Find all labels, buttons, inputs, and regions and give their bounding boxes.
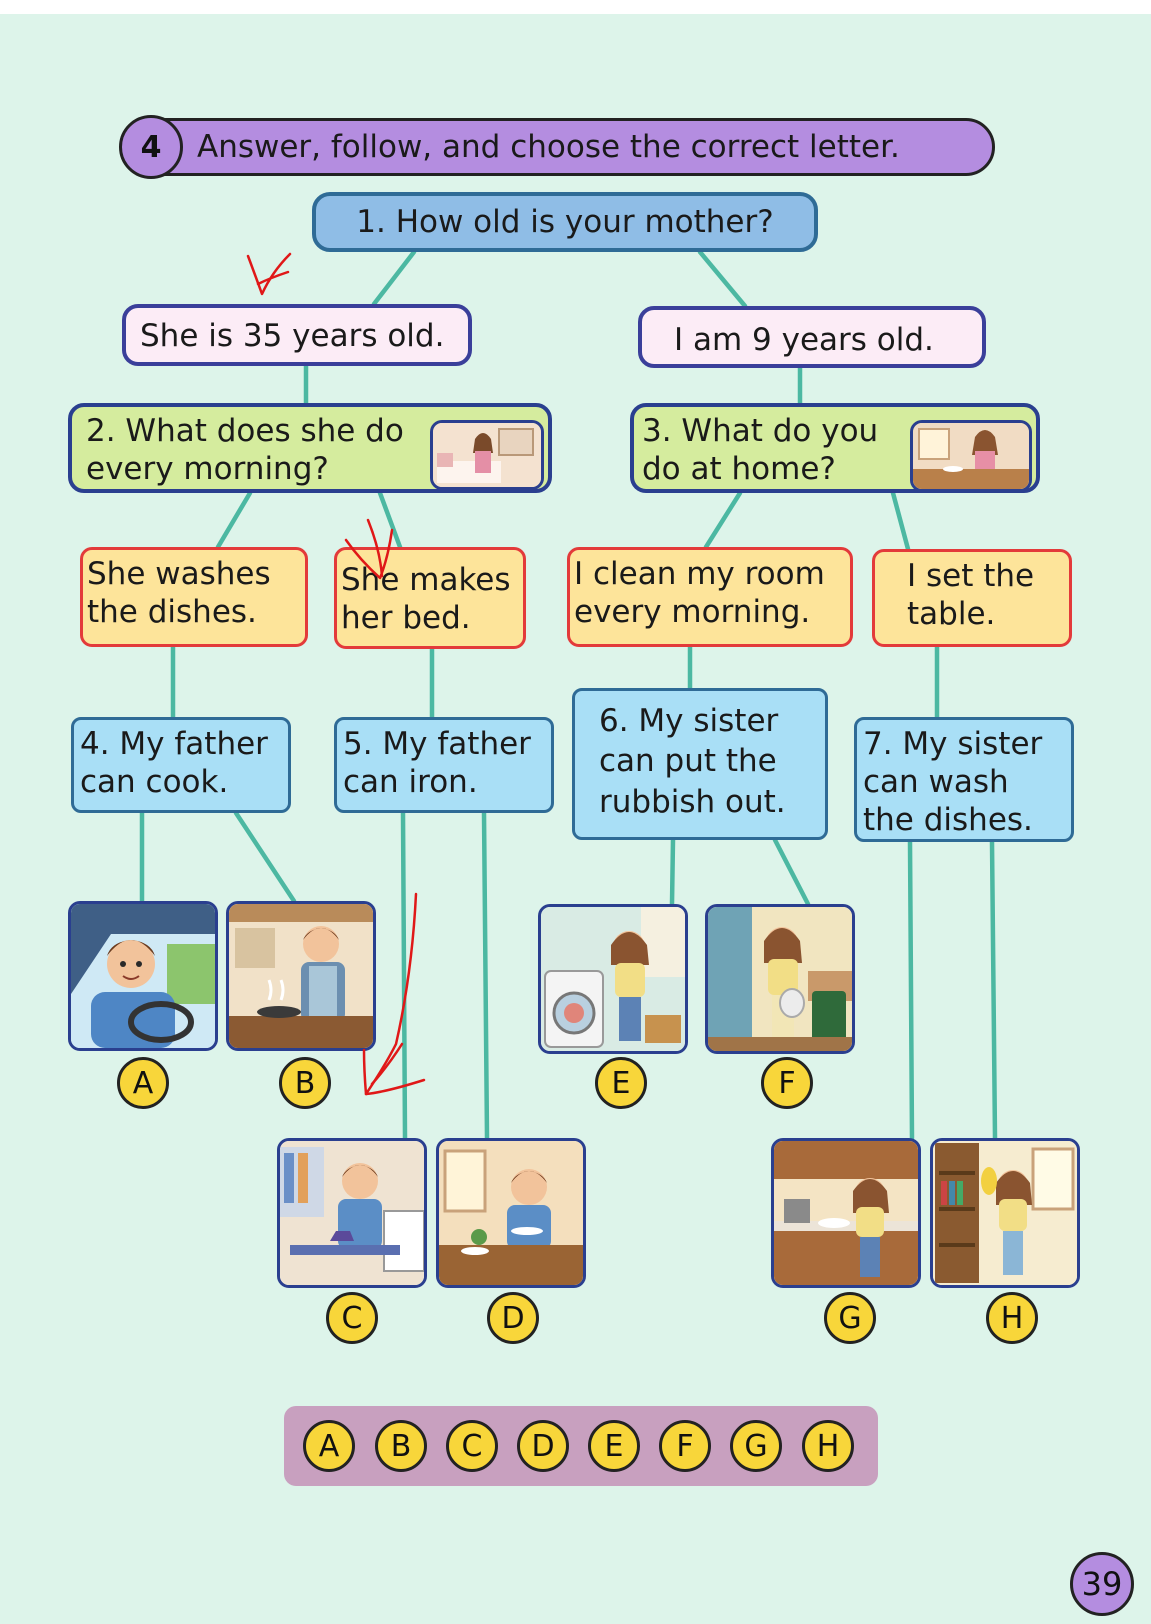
connector-s6-E <box>669 837 676 907</box>
letter-label-D: D <box>487 1292 539 1344</box>
connector-s6-F <box>772 837 811 907</box>
statement-line: can put the <box>599 743 777 780</box>
bank-letter-B[interactable]: B <box>375 1420 427 1472</box>
response-clean-room[interactable]: I clean my room every morning. <box>567 547 853 647</box>
response-set-table[interactable]: I set the table. <box>872 549 1072 647</box>
response-line: She washes <box>87 556 271 592</box>
connector-s5-D <box>481 810 490 1141</box>
connector-q3-r4 <box>890 490 911 552</box>
connector-q2-r2 <box>377 490 403 550</box>
response-line: every morning. <box>574 593 811 630</box>
bank-letter-C[interactable]: C <box>446 1420 498 1472</box>
letter-label-G: G <box>824 1292 876 1344</box>
woman-making-bed-icon <box>430 420 544 490</box>
instruction-bar: Answer, follow, and choose the correct l… <box>120 118 995 176</box>
worksheet-page: Answer, follow, and choose the correct l… <box>0 14 1151 1624</box>
response-line: She makes <box>341 562 511 598</box>
letter-label-C: C <box>326 1292 378 1344</box>
connector-q1-a1 <box>371 249 417 307</box>
exercise-number-badge: 4 <box>119 115 183 179</box>
statement-line: 7. My sister <box>863 726 1043 762</box>
bank-letter-A[interactable]: A <box>303 1420 355 1472</box>
girl-dusting-shelves-icon[interactable] <box>930 1138 1080 1288</box>
statement-line: 5. My father <box>343 726 531 762</box>
question-2-line-1: 2. What does she do <box>86 413 404 449</box>
answer-bank <box>284 1406 878 1486</box>
question-2-line-2: every morning? <box>86 450 329 487</box>
statement-line: can wash <box>863 763 1009 800</box>
statement-line: rubbish out. <box>599 783 786 820</box>
statement-line: 4. My father <box>80 726 268 762</box>
man-setting-table-icon[interactable] <box>436 1138 586 1288</box>
page-number: 39 <box>1070 1552 1134 1616</box>
question-1: 1. How old is your mother? <box>312 192 818 252</box>
bank-letter-D[interactable]: D <box>517 1420 569 1472</box>
statement-5: 5. My father can iron. <box>334 717 554 813</box>
response-line: table. <box>907 595 996 632</box>
response-washes-dishes[interactable]: She washes the dishes. <box>80 547 308 647</box>
response-line: her bed. <box>341 599 471 636</box>
letter-label-A: A <box>117 1057 169 1109</box>
bank-letter-E[interactable]: E <box>588 1420 640 1472</box>
statement-line: 6. My sister <box>599 703 779 739</box>
statement-line: can cook. <box>80 763 229 800</box>
answer-my-age[interactable]: I am 9 years old. <box>638 306 986 368</box>
connector-s7-G <box>907 839 915 1141</box>
letter-label-F: F <box>761 1057 813 1109</box>
statement-4: 4. My father can cook. <box>71 717 291 813</box>
question-3-line-2: do at home? <box>642 450 836 487</box>
connector-s7-H <box>989 839 998 1141</box>
letter-label-H: H <box>986 1292 1038 1344</box>
response-line: I clean my room <box>574 556 825 592</box>
connector-s4-B <box>233 810 297 904</box>
connector-s5-C <box>400 810 408 1141</box>
bank-letter-H[interactable]: H <box>802 1420 854 1472</box>
bank-letter-G[interactable]: G <box>730 1420 782 1472</box>
letter-label-E: E <box>595 1057 647 1109</box>
question-3-line-1: 3. What do you <box>642 413 879 449</box>
letter-label-B: B <box>279 1057 331 1109</box>
response-line: I set the <box>907 558 1035 594</box>
response-makes-bed[interactable]: She makes her bed. <box>334 547 526 649</box>
connector-q1-a2 <box>697 249 748 309</box>
man-ironing-icon[interactable] <box>277 1138 427 1288</box>
statement-7: 7. My sister can wash the dishes. <box>854 717 1074 842</box>
girl-washing-machine-icon[interactable] <box>538 904 688 1054</box>
statement-line: the dishes. <box>863 801 1033 838</box>
answer-mother-age[interactable]: She is 35 years old. <box>122 304 472 366</box>
man-driving-car-icon[interactable] <box>68 901 218 1051</box>
girl-setting-table-icon <box>910 420 1032 492</box>
girl-washing-dishes-icon[interactable] <box>771 1138 921 1288</box>
statement-line: can iron. <box>343 763 478 800</box>
response-line: the dishes. <box>87 593 257 630</box>
statement-6: 6. My sister can put the rubbish out. <box>572 688 828 840</box>
girl-taking-out-rubbish-icon[interactable] <box>705 904 855 1054</box>
bank-letter-F[interactable]: F <box>659 1420 711 1472</box>
instruction-text: Answer, follow, and choose the correct l… <box>197 129 900 165</box>
man-cooking-icon[interactable] <box>226 901 376 1051</box>
connector-q2-r1 <box>215 490 253 550</box>
connector-q3-r3 <box>703 490 743 550</box>
